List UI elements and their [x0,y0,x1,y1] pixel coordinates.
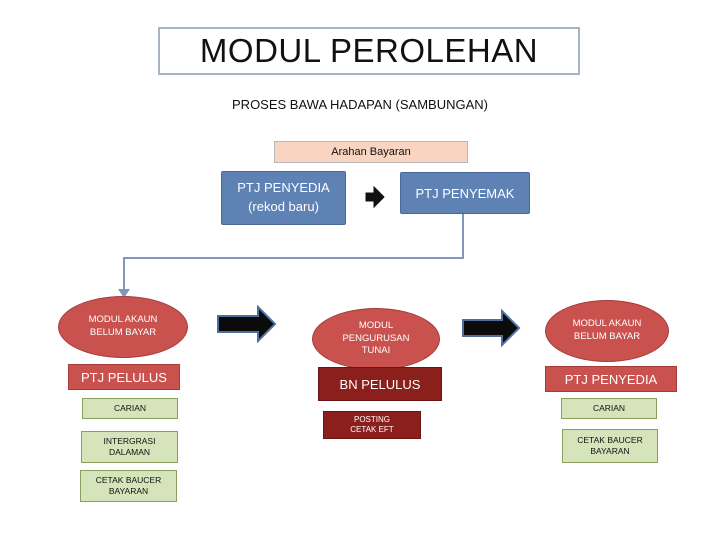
bn-pelulus-box: BN PELULUS [318,367,442,401]
posting-cetak-eft-box: POSTING CETAK EFT [323,411,421,439]
cetak-baucer-bayaran-step: CETAK BAUCER BAYARAN [562,429,658,463]
ptj-pelulus-box: PTJ PELULUS [68,364,180,390]
posting-text-line: CETAK EFT [350,425,394,434]
page-subtitle: PROSES BAWA HADAPAN (SAMBUNGAN) [232,96,488,112]
posting-text-line: POSTING [353,415,390,424]
oval-text-line: MODUL AKAUN [88,314,158,326]
oval-text-line: BELUM BAYAR [89,327,157,338]
ptj-penyedia-label: PTJ PENYEDIA [237,180,330,196]
page-title: MODUL PEROLEHAN [158,27,580,75]
modul-akaun-belum-bayar-oval: MODUL AKAUN BELUM BAYAR [58,296,188,358]
ptj-penyedia-box: PTJ PENYEDIA (rekod baru) [221,171,346,225]
oval-text-line: BELUM BAYAR [573,331,641,342]
step-text-line: BAYARAN [108,486,149,496]
step-text-line: CETAK BAUCER [577,434,643,445]
ptj-penyedia-role-box: PTJ PENYEDIA [545,366,677,392]
step-text-line: BAYARAN [590,446,630,456]
modul-akaun-belum-bayar-oval: MODUL AKAUN BELUM BAYAR [545,300,669,362]
arahan-bayaran-box: Arahan Bayaran [274,141,468,163]
carian-step: CARIAN [561,398,657,419]
oval-text-line: MODUL AKAUN [572,318,642,330]
step-text-line: DALAMAN [108,447,151,457]
arrow-right-icon [365,185,385,209]
oval-text-line: TUNAI [361,345,391,357]
step-text-line: CETAK BAUCER [95,474,162,485]
arrow-right-icon [217,304,277,344]
modul-pengurusan-tunai-oval: MODUL PENGURUSAN TUNAI [312,308,440,370]
connector-line [123,214,464,292]
ptj-penyemak-box: PTJ PENYEMAK [400,172,530,214]
page-title-text: MODUL PEROLEHAN [199,32,539,69]
oval-text-line: MODUL [358,319,394,331]
arrow-right-icon [462,308,521,348]
connector-arrowhead [118,289,130,298]
cetak-baucer-bayaran-step: CETAK BAUCER BAYARAN [80,470,177,502]
oval-text-line: PENGURUSAN [342,332,410,344]
ptj-penyedia-note: (rekod baru) [248,199,319,214]
step-text-line: INTERGRASI [103,435,156,446]
carian-step: CARIAN [82,398,178,419]
intergrasi-dalaman-step: INTERGRASI DALAMAN [81,431,178,463]
